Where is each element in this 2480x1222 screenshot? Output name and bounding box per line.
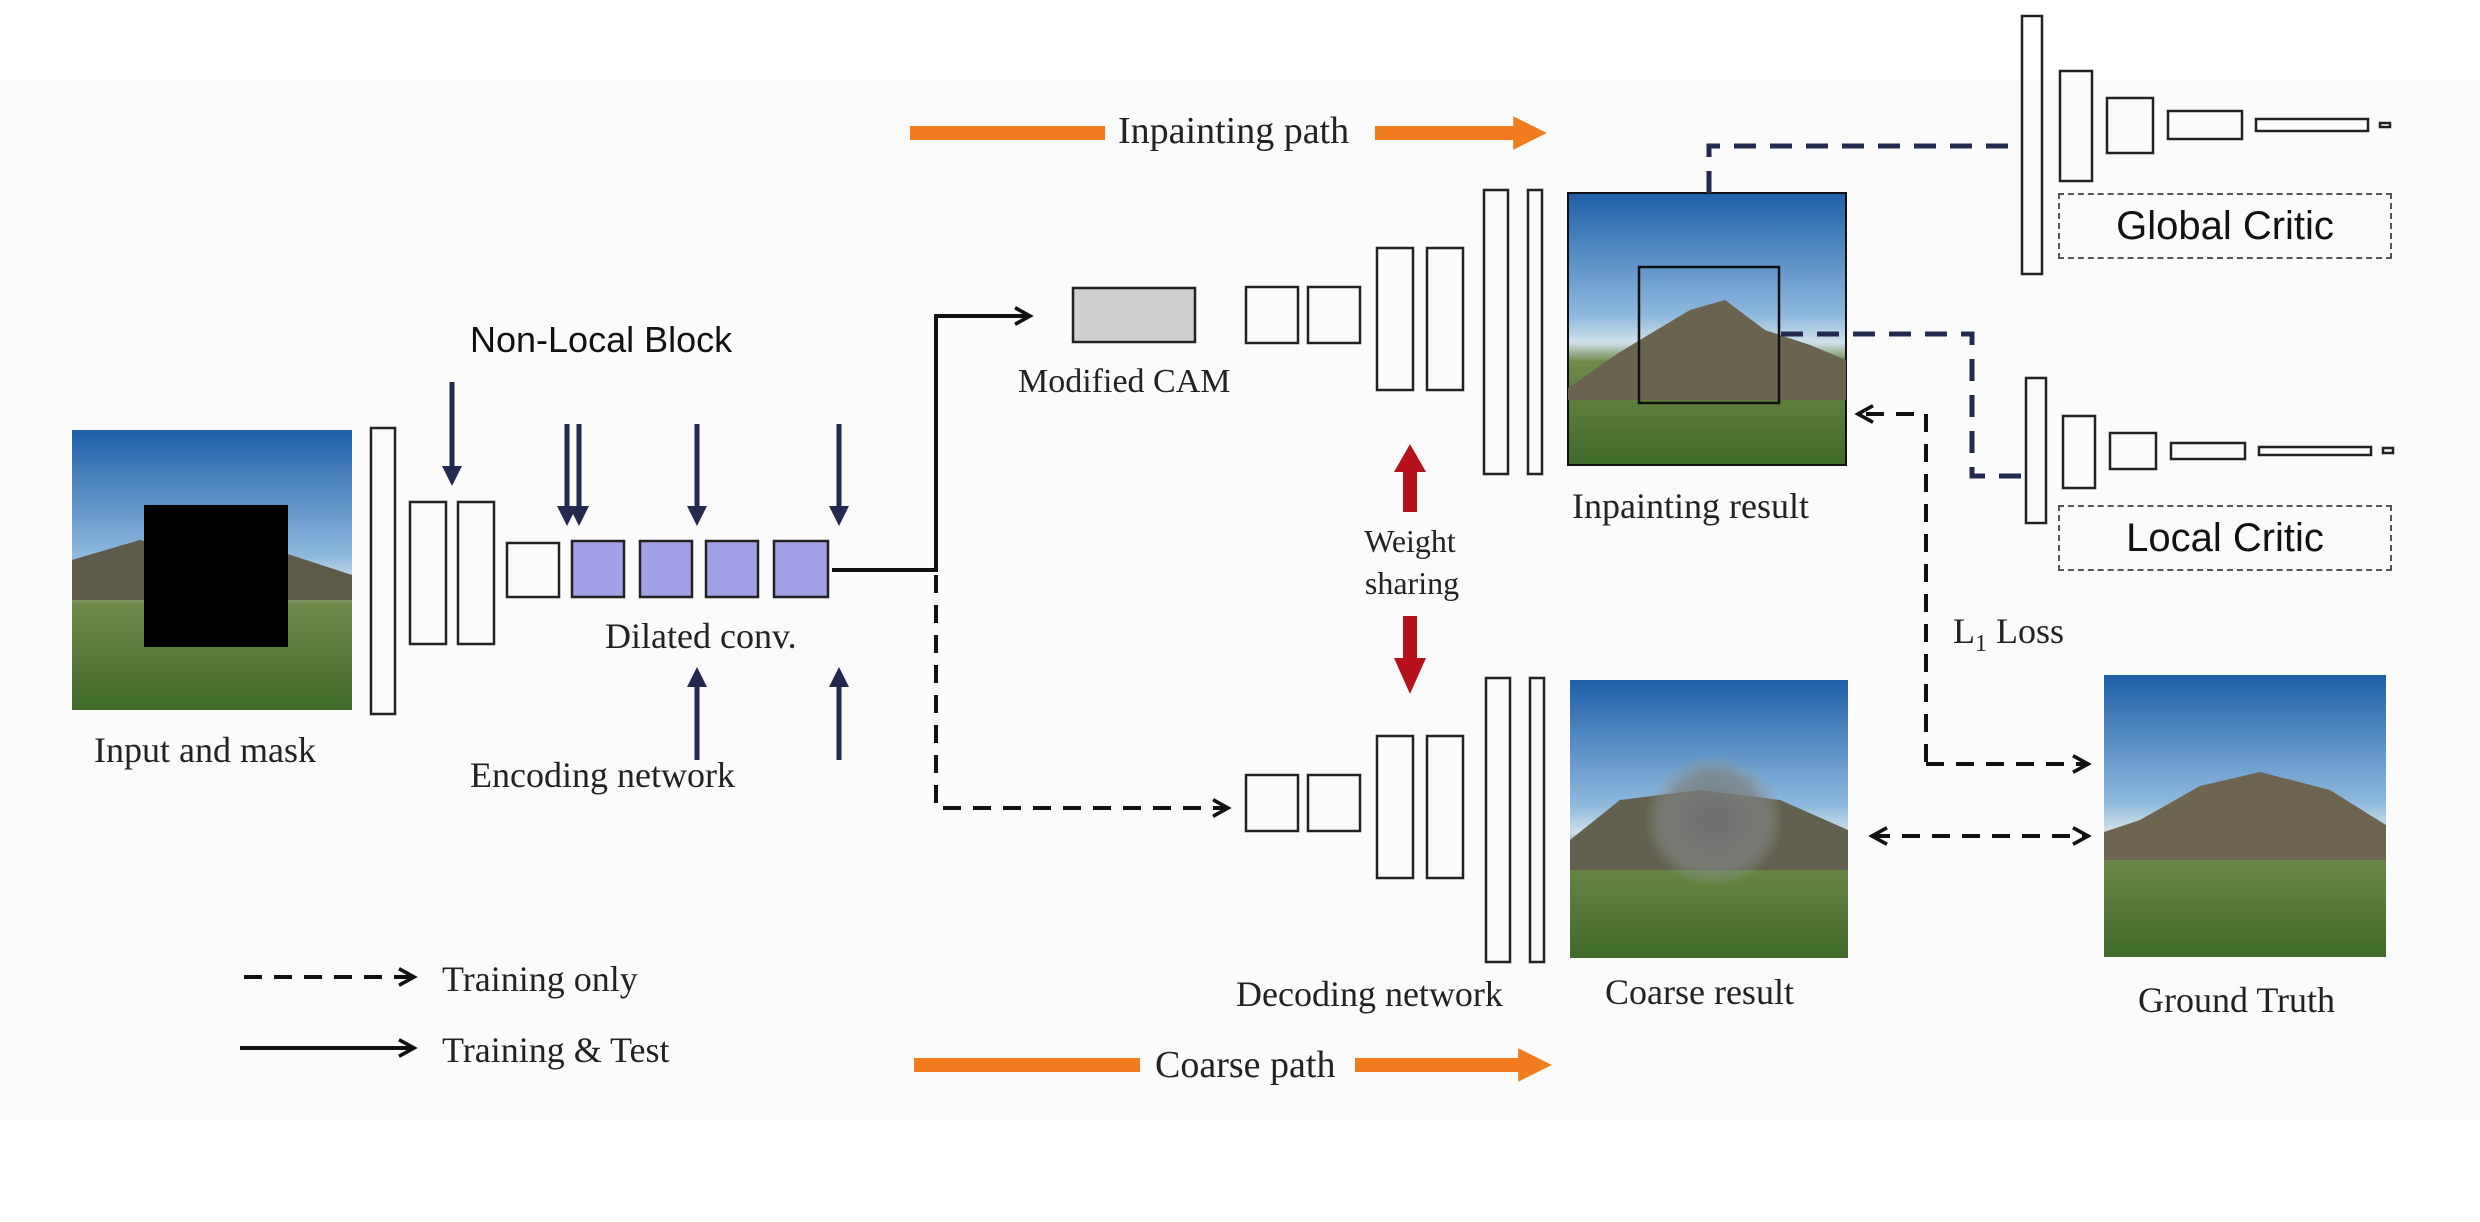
global-critic-label: Global Critic — [2116, 203, 2334, 248]
local-critic-box: Local Critic — [2058, 505, 2392, 571]
input-image — [72, 430, 352, 710]
inpainting-path-label: Inpainting path — [1118, 110, 1350, 152]
weight-sharing-label-line2: sharing — [1364, 565, 1460, 601]
coarse-result-image — [1570, 680, 1848, 958]
local-critic-network — [2024, 376, 2395, 525]
decoding-network-label: Decoding network — [1236, 974, 1503, 1014]
l1-loss-arrows — [1858, 414, 2088, 836]
global-critic-box: Global Critic — [2058, 193, 2392, 259]
modified-cam-block — [1071, 286, 1197, 344]
l1-loss-label: L1 Loss — [1953, 613, 2064, 656]
local-critic-label: Local Critic — [2126, 515, 2324, 560]
non-local-arrows — [442, 382, 849, 760]
inpainting-result-image — [1567, 192, 1847, 466]
modified-cam-label: Modified CAM — [1018, 363, 1231, 400]
l1-loss-suffix: Loss — [1987, 611, 2065, 651]
encoding-network-blocks — [369, 426, 561, 716]
weight-sharing-label-line1: Weight — [1364, 523, 1456, 559]
weight-sharing-arrows — [1394, 444, 1426, 694]
global-critic-network — [2020, 14, 2392, 276]
critic-connectors — [1706, 143, 2026, 479]
input-and-mask-label: Input and mask — [94, 730, 316, 770]
coarse-result-label: Coarse result — [1605, 972, 1794, 1012]
l1-loss-subscript: 1 — [1975, 631, 1987, 658]
encoder-output-solid-arrow — [832, 316, 1030, 572]
mask-square — [144, 505, 288, 647]
coarse-decoder-blocks — [1244, 676, 1546, 964]
dilated-conv-blocks — [570, 539, 830, 599]
coarse-path-label: Coarse path — [1155, 1044, 1336, 1086]
legend-lines — [240, 977, 414, 1048]
dilated-conv-label: Dilated conv. — [605, 616, 797, 656]
diagram-background — [0, 80, 2480, 1120]
legend-training-only: Training only — [442, 959, 638, 999]
ground-truth-image — [2104, 675, 2386, 957]
encoding-network-label: Encoding network — [470, 755, 735, 795]
inpainting-decoder-blocks — [1244, 188, 1544, 476]
inpainting-result-label: Inpainting result — [1572, 486, 1809, 526]
legend-training-test: Training & Test — [442, 1030, 670, 1070]
encoder-output-dashed-arrow — [934, 575, 1228, 808]
l1-loss-letter: L — [1953, 611, 1975, 651]
local-crop-box — [1637, 265, 1781, 405]
non-local-block-label: Non-Local Block — [470, 319, 733, 360]
ground-truth-label: Ground Truth — [2138, 980, 2336, 1020]
